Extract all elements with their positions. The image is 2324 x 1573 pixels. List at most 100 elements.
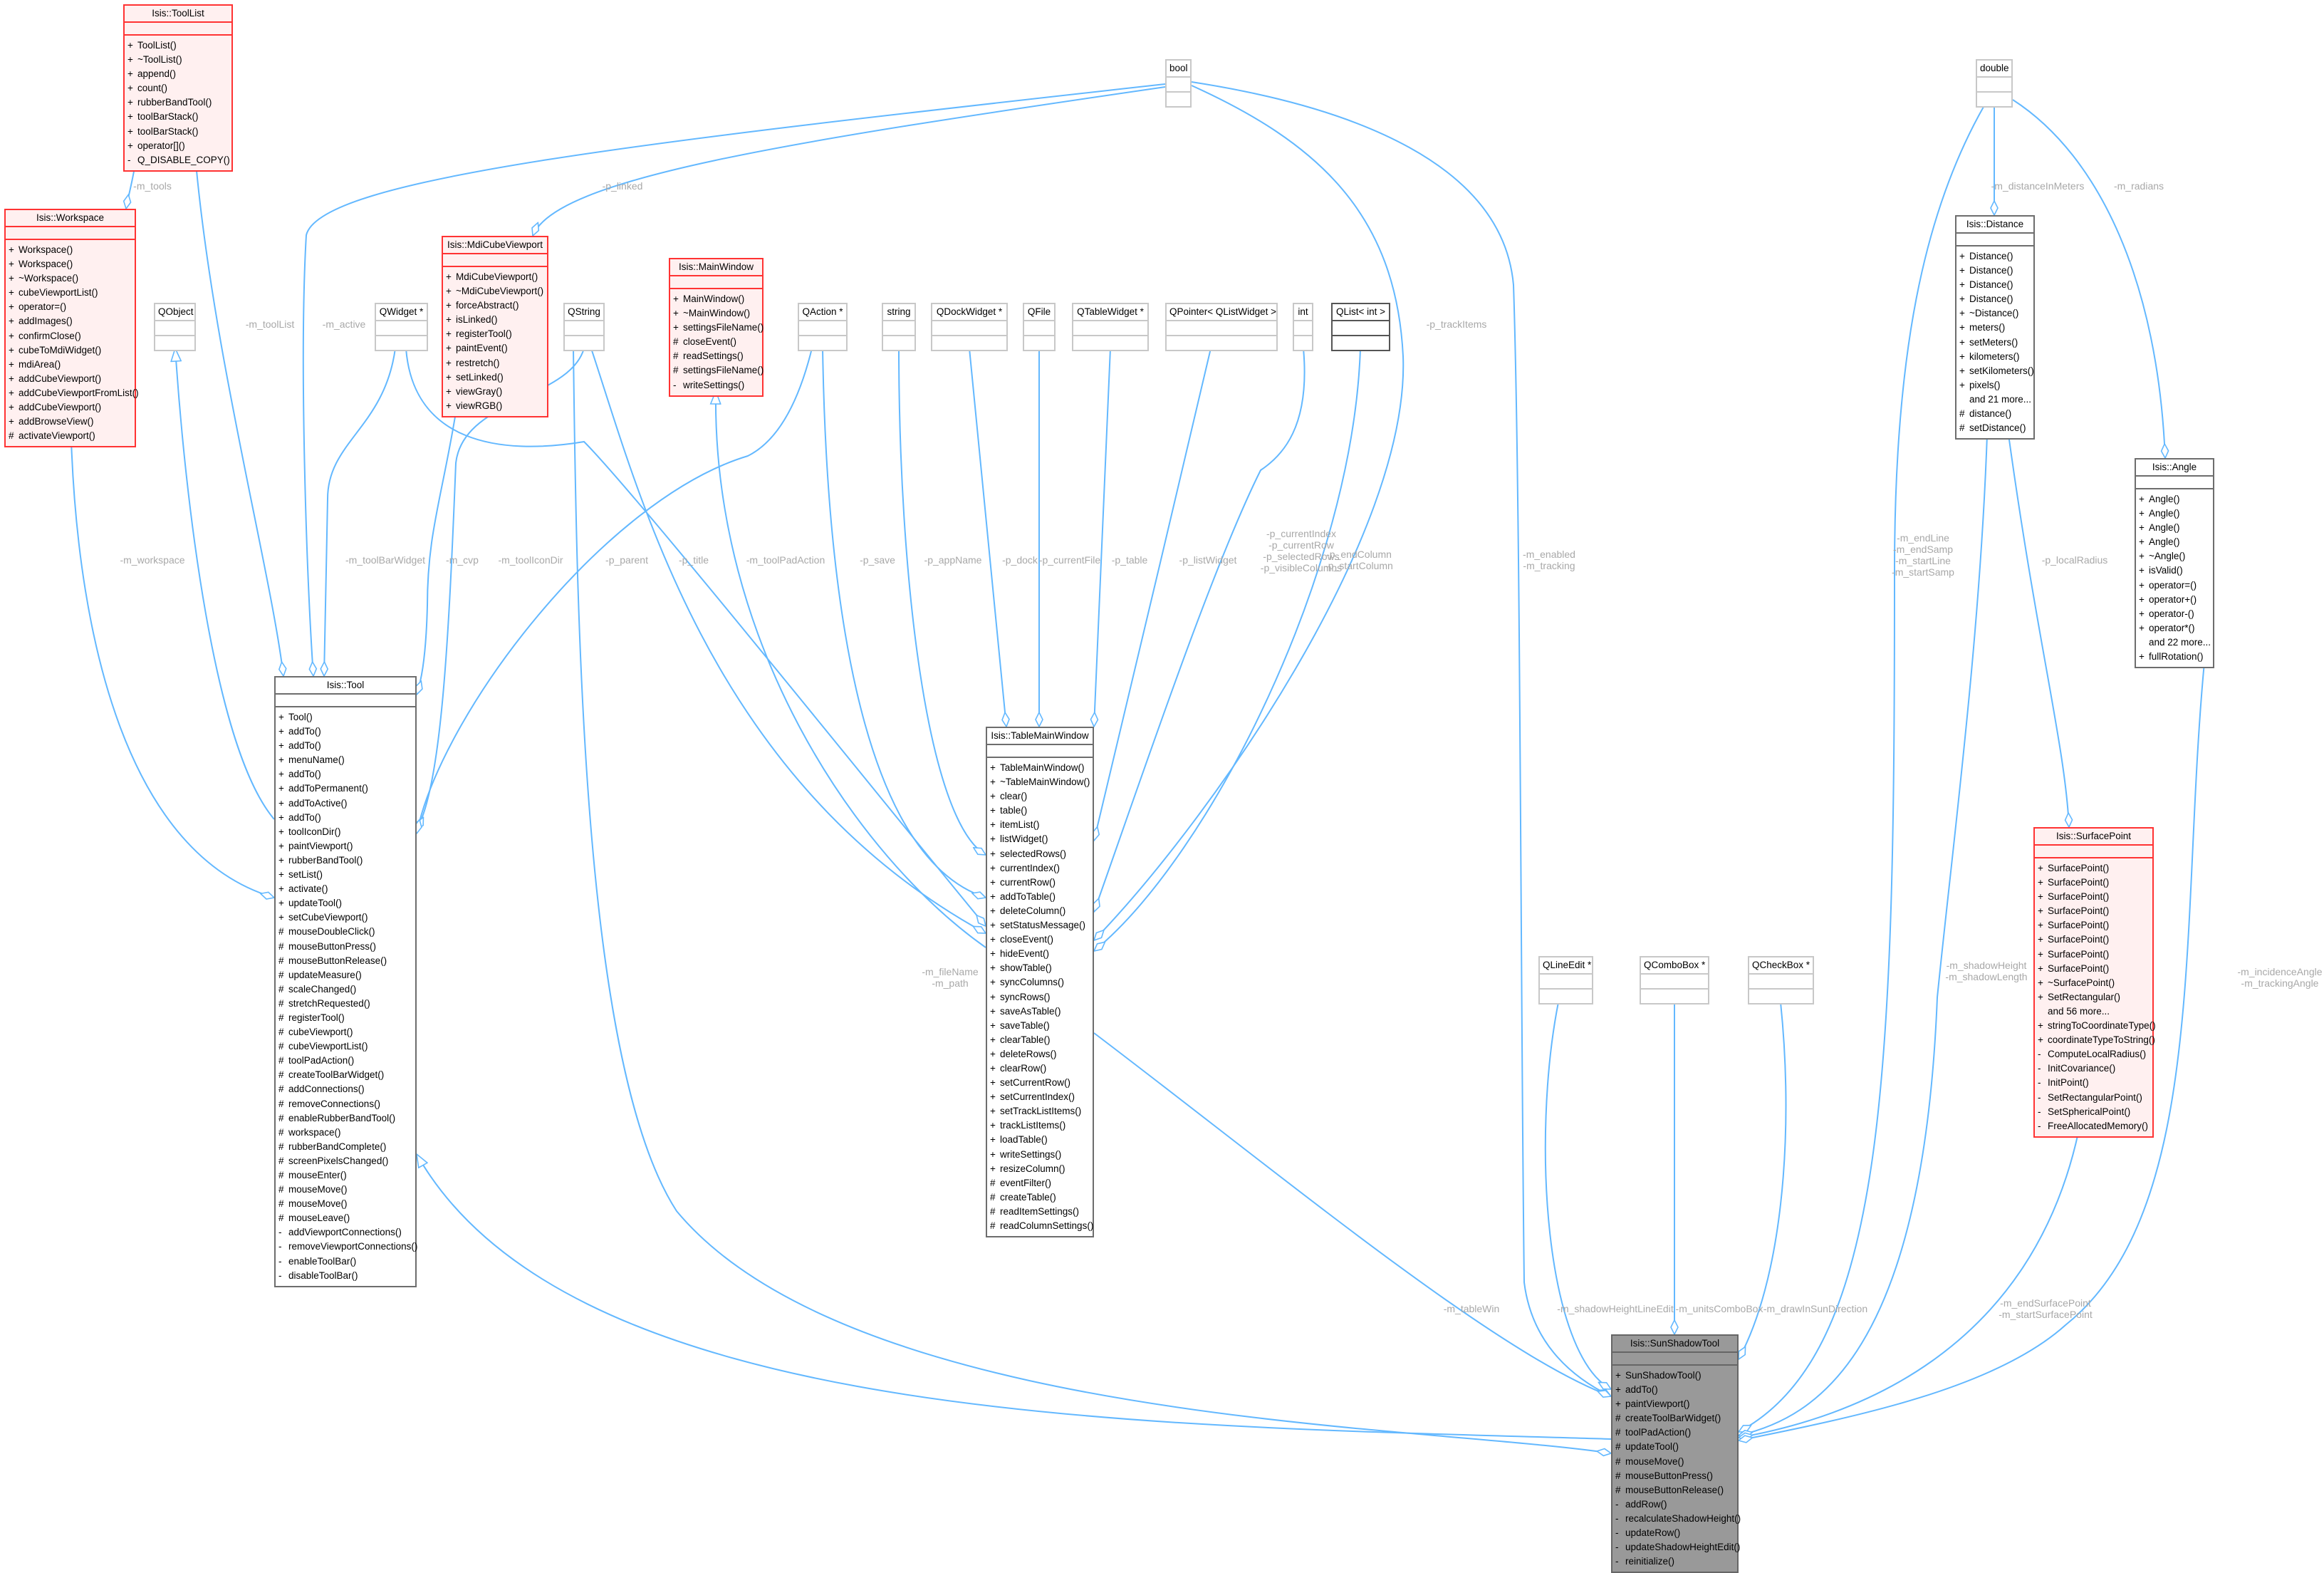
method-row[interactable]: +setMeters() xyxy=(1959,336,2031,350)
method-row[interactable]: and 21 more... xyxy=(1959,393,2031,407)
class-name[interactable]: QTableWidget * xyxy=(1073,304,1147,321)
method-row[interactable]: +setCurrentRow() xyxy=(990,1076,1090,1090)
method-row[interactable]: +addToActive() xyxy=(278,796,412,811)
method-row[interactable]: +SurfacePoint() xyxy=(2038,890,2150,904)
class-name[interactable]: QLineEdit * xyxy=(1540,957,1592,975)
method-row[interactable]: and 56 more... xyxy=(2038,1004,2150,1019)
method-row[interactable]: -reinitialize() xyxy=(1615,1554,1734,1569)
method-row[interactable]: +toolBarStack() xyxy=(127,125,229,139)
method-row[interactable]: +addTo() xyxy=(278,739,412,753)
method-row[interactable]: +~MdiCubeViewport() xyxy=(446,284,544,298)
class-name[interactable]: Isis::MdiCubeViewport xyxy=(443,237,547,254)
method-row[interactable]: -updateShadowHeightEdit() xyxy=(1615,1540,1740,1554)
class-box-tool[interactable]: Isis::Tool+Tool()+addTo()+addTo()+menuNa… xyxy=(274,676,417,1287)
class-box-qlineedit[interactable]: QLineEdit * xyxy=(1538,956,1593,1004)
method-row[interactable]: +Angle() xyxy=(2139,521,2210,535)
method-row[interactable]: +registerTool() xyxy=(446,327,544,341)
method-row[interactable]: -removeViewportConnections() xyxy=(278,1240,417,1254)
method-row[interactable]: #activateViewport() xyxy=(9,429,132,443)
method-row[interactable]: +operator-() xyxy=(2139,607,2210,621)
class-name[interactable]: QList< int > xyxy=(1333,304,1389,321)
method-row[interactable]: +stringToCoordinateType() xyxy=(2038,1019,2156,1033)
method-row[interactable]: +SurfacePoint() xyxy=(2038,904,2150,918)
method-row[interactable]: -recalculateShadowHeight() xyxy=(1615,1512,1741,1526)
class-name[interactable]: Isis::Tool xyxy=(276,678,415,695)
class-name[interactable]: QComboBox * xyxy=(1641,957,1708,975)
method-row[interactable]: #createToolBarWidget() xyxy=(1615,1411,1734,1426)
method-row[interactable]: #cubeViewportList() xyxy=(278,1039,412,1054)
method-row[interactable]: +operator=() xyxy=(2139,578,2210,593)
method-row[interactable]: #registerTool() xyxy=(278,1011,412,1025)
method-row[interactable]: +menuName() xyxy=(278,753,412,767)
method-row[interactable]: #mouseMove() xyxy=(278,1183,412,1197)
method-row[interactable]: +Distance() xyxy=(1959,292,2031,306)
method-row[interactable]: -enableToolBar() xyxy=(278,1255,412,1269)
method-row[interactable]: +SurfacePoint() xyxy=(2038,918,2150,933)
method-row[interactable]: #mouseEnter() xyxy=(278,1168,412,1183)
class-box-qfile[interactable]: QFile xyxy=(1023,303,1056,351)
method-row[interactable]: +operator[]() xyxy=(127,139,229,153)
method-row[interactable]: #cubeViewport() xyxy=(278,1025,412,1039)
method-row[interactable]: +listWidget() xyxy=(990,832,1090,846)
method-row[interactable]: +setKilometers() xyxy=(1959,364,2034,378)
method-row[interactable]: +ToolList() xyxy=(127,38,229,53)
class-name[interactable]: Isis::Workspace xyxy=(6,210,135,227)
method-row[interactable]: +Workspace() xyxy=(9,257,132,271)
method-row[interactable]: +addTo() xyxy=(278,811,412,825)
method-row[interactable]: #updateTool() xyxy=(1615,1440,1734,1454)
method-row[interactable]: +count() xyxy=(127,81,229,95)
method-row[interactable]: +saveTable() xyxy=(990,1019,1090,1033)
method-row[interactable]: #mouseButtonRelease() xyxy=(278,954,412,968)
method-row[interactable]: +syncRows() xyxy=(990,990,1090,1004)
class-box-qtable[interactable]: QTableWidget * xyxy=(1072,303,1149,351)
method-row[interactable]: #mouseMove() xyxy=(278,1197,412,1211)
method-row[interactable]: #distance() xyxy=(1959,407,2031,421)
method-row[interactable]: +~Distance() xyxy=(1959,306,2031,321)
class-name[interactable]: Isis::MainWindow xyxy=(670,259,762,276)
class-name[interactable]: string xyxy=(883,304,915,321)
method-row[interactable]: -SetSphericalPoint() xyxy=(2038,1105,2150,1119)
class-name[interactable]: QDockWidget * xyxy=(932,304,1006,321)
method-row[interactable]: +currentRow() xyxy=(990,876,1090,890)
method-row[interactable]: +currentIndex() xyxy=(990,861,1090,876)
method-row[interactable]: #mouseButtonPress() xyxy=(278,940,412,954)
method-row[interactable]: #addConnections() xyxy=(278,1082,412,1096)
class-box-int[interactable]: int xyxy=(1293,303,1313,351)
method-row[interactable]: +Workspace() xyxy=(9,243,132,257)
method-row[interactable]: +mdiArea() xyxy=(9,358,132,372)
method-row[interactable]: +syncColumns() xyxy=(990,975,1090,990)
method-row[interactable]: +~Workspace() xyxy=(9,271,132,286)
method-row[interactable]: #setDistance() xyxy=(1959,421,2031,435)
method-row[interactable]: +Angle() xyxy=(2139,535,2210,549)
class-box-qwidget[interactable]: QWidget * xyxy=(375,303,428,351)
method-row[interactable]: #eventFilter() xyxy=(990,1176,1090,1190)
method-row[interactable]: #workspace() xyxy=(278,1126,412,1140)
class-box-workspace[interactable]: Isis::Workspace+Workspace()+Workspace()+… xyxy=(4,209,139,448)
method-row[interactable]: +setLinked() xyxy=(446,370,544,385)
method-row[interactable]: +~TableMainWindow() xyxy=(990,775,1090,789)
method-row[interactable]: +meters() xyxy=(1959,321,2031,335)
method-row[interactable]: +pixels() xyxy=(1959,378,2031,393)
method-row[interactable]: +settingsFileName() xyxy=(673,321,764,335)
class-name[interactable]: QString xyxy=(565,304,603,321)
class-name[interactable]: double xyxy=(1977,61,2011,78)
class-name[interactable]: Isis::SurfacePoint xyxy=(2035,829,2152,846)
method-row[interactable]: +cubeViewportList() xyxy=(9,286,132,300)
method-row[interactable]: +updateTool() xyxy=(278,896,412,910)
method-row[interactable]: and 22 more... xyxy=(2139,635,2211,650)
method-row[interactable]: +saveAsTable() xyxy=(990,1004,1090,1019)
method-row[interactable]: +Angle() xyxy=(2139,492,2210,507)
method-row[interactable]: -addViewportConnections() xyxy=(278,1225,412,1240)
method-row[interactable]: +TableMainWindow() xyxy=(990,761,1090,775)
method-row[interactable]: +cubeToMdiWidget() xyxy=(9,343,132,358)
method-row[interactable]: +showTable() xyxy=(990,961,1090,975)
method-row[interactable]: #updateMeasure() xyxy=(278,968,412,982)
class-box-distance[interactable]: Isis::Distance+Distance()+Distance()+Dis… xyxy=(1955,215,2035,440)
method-row[interactable]: +paintViewport() xyxy=(278,839,412,853)
method-row[interactable]: +trackListItems() xyxy=(990,1118,1090,1133)
class-name[interactable]: QObject xyxy=(155,304,194,321)
method-row[interactable]: +paintEvent() xyxy=(446,341,544,355)
method-row[interactable]: #readColumnSettings() xyxy=(990,1219,1093,1233)
method-row[interactable]: +kilometers() xyxy=(1959,350,2031,364)
method-row[interactable]: +~SurfacePoint() xyxy=(2038,976,2150,990)
